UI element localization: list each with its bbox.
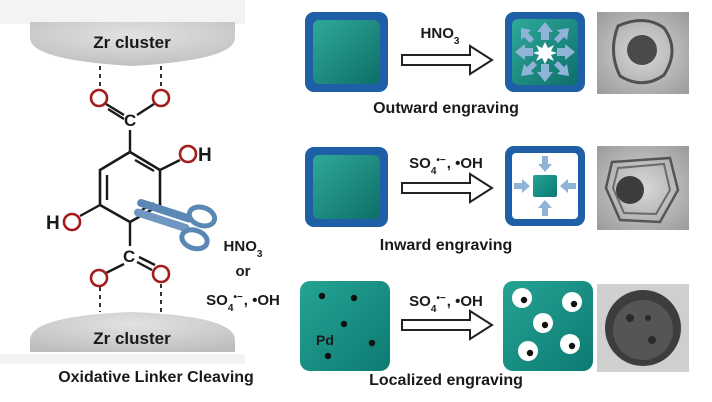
row-localized: Pd SO4•−, •OH Localized engraving [300, 281, 689, 389]
tem-pore [626, 314, 634, 322]
pd-label: Pd [316, 332, 334, 348]
oxygen-atom [89, 268, 109, 288]
scissors-icon [134, 199, 218, 252]
mof-square-core [313, 20, 380, 84]
pd-dot [350, 294, 358, 302]
pd-dot [318, 292, 326, 300]
bond [107, 107, 125, 121]
bond [159, 158, 181, 172]
pd-dot [340, 320, 348, 328]
tem-particle-core [627, 35, 657, 65]
zr-cluster-top [30, 22, 235, 66]
top-frame [0, 0, 245, 24]
tem-particle-shell [611, 162, 672, 216]
tem-particle-outline [604, 156, 680, 224]
row-caption: Inward engraving [380, 237, 512, 254]
bond [138, 255, 156, 267]
reagent-sulfate-label: SO4•−, •OH [206, 292, 280, 314]
tem-pore [645, 315, 651, 321]
reagent-or-label: or [236, 263, 251, 280]
reaction-arrow [401, 44, 494, 76]
left-panel: Zr cluster C H H C [0, 0, 280, 386]
zr-cluster-top-label: Zr cluster [93, 33, 171, 52]
bond [105, 262, 125, 275]
outward-arrows [515, 22, 575, 82]
burst-icon [533, 42, 557, 64]
bond [105, 102, 125, 117]
oxygen-atom [89, 88, 109, 108]
bond [136, 260, 153, 272]
hydroxyl-left: H [46, 212, 82, 234]
tem-particle-inner [613, 300, 673, 360]
reaction-arrow [401, 172, 494, 204]
row-inward: SO4•−, •OH Inward engraving [305, 146, 689, 254]
pd-dot [324, 352, 332, 360]
oxygen-atom [151, 88, 171, 108]
inner-core [533, 175, 557, 197]
oxygen-atom [62, 212, 82, 232]
bottom-frame [0, 354, 245, 364]
zr-cluster-bottom [30, 312, 235, 352]
hydroxyl-h-label: H [46, 213, 60, 234]
hydroxyl-right: H [178, 144, 212, 166]
carbon-atom: C [124, 111, 136, 130]
reaction-arrow [401, 309, 494, 341]
row-caption: Localized engraving [369, 372, 523, 389]
tem-particle-core [616, 176, 644, 204]
reagent-label: SO4•−, •OH [409, 155, 483, 177]
oxygen-atom [178, 144, 198, 164]
tem-pore [648, 336, 656, 344]
bond [79, 203, 101, 218]
reagent-label: SO4•−, •OH [409, 293, 483, 315]
inward-arrows [514, 156, 576, 216]
benzene-ring [98, 150, 162, 224]
hydroxyl-h-label: H [198, 145, 212, 166]
carbon-atom: C [123, 247, 135, 266]
tem-particle-outline [612, 19, 674, 85]
left-caption: Oxidative Linker Cleaving [58, 369, 254, 386]
reagent-label: HNO3 [421, 25, 460, 47]
oxygen-atom [151, 264, 171, 284]
cavities [512, 288, 582, 361]
bond [136, 102, 155, 117]
mof-square-core [313, 155, 380, 219]
row-outward: HNO3 Outward engraving [305, 12, 689, 117]
reagent-hno3-label: HNO3 [224, 238, 263, 260]
row-caption: Outward engraving [373, 100, 519, 117]
zr-cluster-bottom-label: Zr cluster [93, 329, 171, 348]
pd-dot [368, 339, 376, 347]
bond [134, 158, 155, 173]
